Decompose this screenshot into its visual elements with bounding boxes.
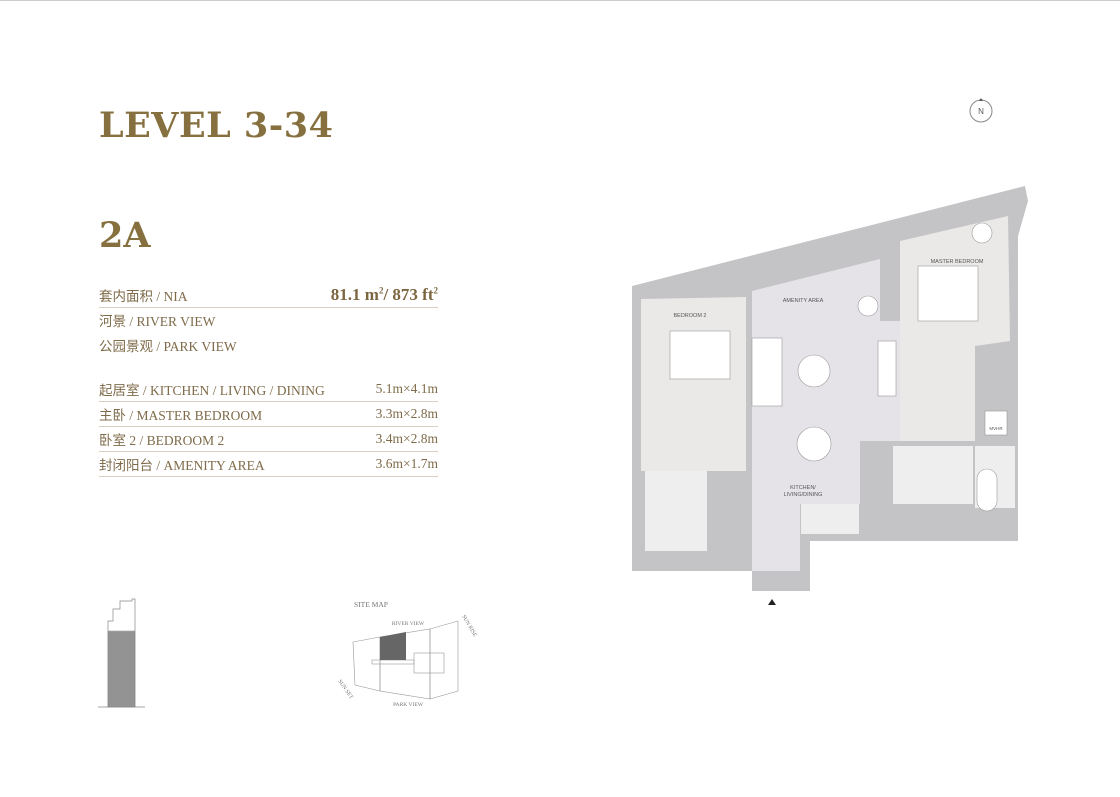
- bed-icon: [917, 265, 979, 322]
- bed-icon: [669, 330, 731, 380]
- living-room: [752, 259, 900, 571]
- view-river: 河景 / RIVER VIEW: [99, 314, 216, 329]
- svg-text:N: N: [978, 107, 984, 116]
- svg-text:MASTER BEDROOM: MASTER BEDROOM: [931, 259, 984, 265]
- floor-plan: BEDROOM 2 AMENITY AREA MASTER BEDROOM KI…: [632, 186, 1028, 605]
- unit-type: 2A: [99, 215, 151, 256]
- kitchen-counter: [801, 504, 859, 534]
- svg-text:MVHR: MVHR: [989, 426, 1003, 431]
- svg-text:SUN RISE: SUN RISE: [460, 614, 478, 639]
- coffee-table-icon: [797, 354, 831, 388]
- svg-text:SUN SET: SUN SET: [336, 679, 354, 701]
- level-title: LEVEL 3-34: [99, 105, 334, 146]
- svg-text:RIVER VIEW: RIVER VIEW: [392, 621, 425, 627]
- nia-label: 套内面积 / NIA: [99, 289, 188, 304]
- view-park: 公园景观 / PARK VIEW: [99, 339, 237, 354]
- entrance-arrow-icon: [768, 599, 776, 605]
- svg-text:SITE MAP: SITE MAP: [354, 600, 388, 609]
- nia-value: 81.1 m2/ 873 ft2: [330, 285, 438, 304]
- svg-text:LIVING/DINING: LIVING/DINING: [784, 492, 823, 498]
- svg-text:PARK VIEW: PARK VIEW: [393, 702, 424, 708]
- nia-row: 套内面积 / NIA 81.1 m2/ 873 ft2: [99, 283, 438, 308]
- bathtub-icon: [976, 468, 998, 512]
- tv-unit-icon: [877, 340, 897, 397]
- svg-text:BEDROOM 2: BEDROOM 2: [673, 313, 706, 319]
- bathroom: [645, 471, 707, 551]
- ensuite: [893, 446, 973, 504]
- bedroom2-room: [641, 297, 746, 471]
- site-map: SITE MAP RIVER VIEW PARK VIEW SUN RISE S…: [336, 600, 478, 708]
- compass-icon: N: [969, 98, 993, 123]
- svg-text:AMENITY AREA: AMENITY AREA: [783, 298, 824, 304]
- sofa-icon: [751, 337, 783, 407]
- dining-table-icon: [796, 426, 832, 462]
- svg-text:KITCHEN/: KITCHEN/: [790, 485, 816, 491]
- armchair-icon: [971, 222, 993, 244]
- tower-elevation: [98, 598, 145, 708]
